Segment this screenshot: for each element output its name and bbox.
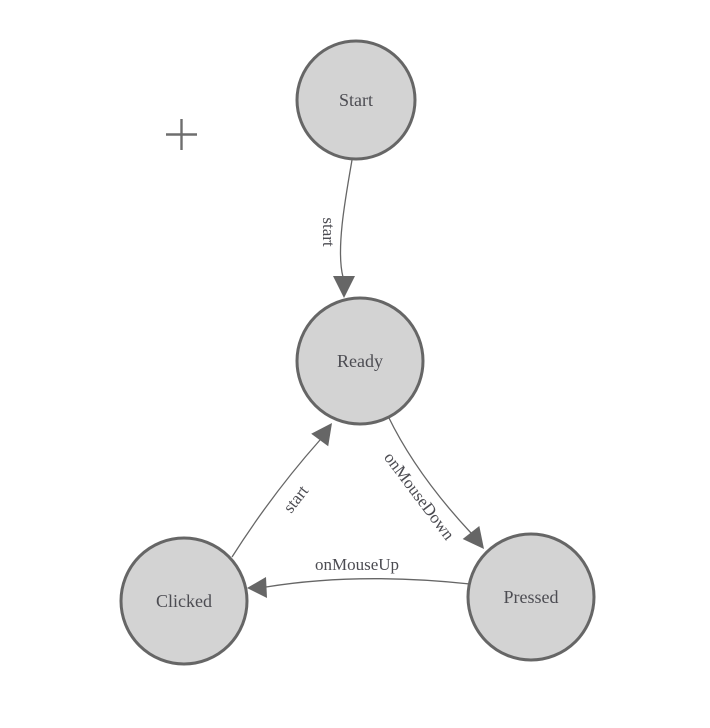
node-ready-label: Ready — [337, 351, 383, 371]
node-ready-circle[interactable] — [295, 296, 425, 426]
edge-ready-to-pressed-line[interactable] — [387, 415, 472, 534]
edge-ready-to-pressed[interactable]: onMouseDown — [380, 415, 484, 549]
node-start[interactable]: Start — [295, 39, 417, 161]
arrowhead-into-ready-top — [333, 276, 355, 298]
edge-clicked-to-ready[interactable]: start — [231, 423, 332, 558]
node-clicked[interactable]: Clicked — [119, 536, 249, 666]
node-ready[interactable]: Ready — [295, 296, 425, 426]
arrowhead-into-clicked — [247, 577, 267, 598]
arrowhead-into-ready-bottom — [311, 423, 332, 447]
edge-start-to-ready[interactable]: start — [319, 159, 355, 298]
node-start-label: Start — [339, 90, 373, 110]
node-start-circle[interactable] — [295, 39, 417, 161]
edge-pressed-to-clicked[interactable]: onMouseUp — [247, 555, 471, 598]
node-pressed-label: Pressed — [504, 587, 559, 607]
edge-pressed-to-clicked-line[interactable] — [265, 578, 471, 588]
edge-label-start-top: start — [319, 217, 338, 247]
edge-label-start-left: start — [279, 481, 312, 516]
edge-clicked-to-ready-line[interactable] — [231, 439, 321, 558]
node-clicked-label: Clicked — [156, 591, 212, 611]
node-pressed-circle[interactable] — [466, 532, 596, 662]
arrowhead-into-pressed — [462, 526, 484, 549]
crosshair-plus-icon — [166, 119, 197, 150]
node-clicked-circle[interactable] — [119, 536, 249, 666]
edge-label-onmouseup: onMouseUp — [315, 555, 399, 574]
edge-label-onmousedown: onMouseDown — [380, 448, 459, 544]
edge-start-to-ready-line[interactable] — [339, 159, 353, 278]
node-pressed[interactable]: Pressed — [466, 532, 596, 662]
